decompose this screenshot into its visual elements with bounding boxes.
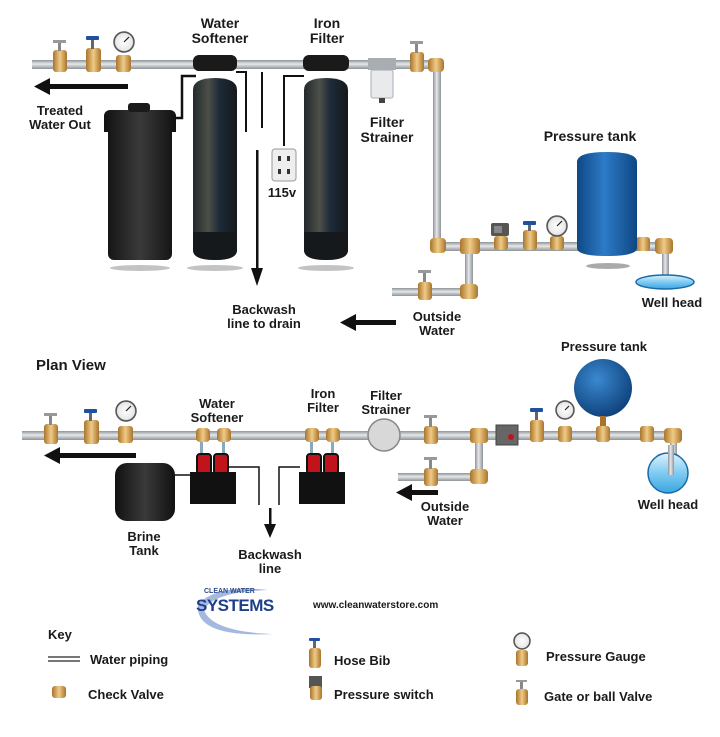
key-label-water-piping: Water piping xyxy=(90,652,169,667)
label-backwash-drain: Backwash line to drain xyxy=(227,302,301,331)
plan-iron-filter xyxy=(299,428,345,504)
hose-bib-icon xyxy=(523,221,537,250)
hose-bib-icon xyxy=(84,409,99,444)
plan-pressure-tank xyxy=(574,359,632,442)
check-valve-icon xyxy=(636,237,650,251)
hose-bib-icon xyxy=(530,408,544,442)
plan-label-well-head: Well head xyxy=(637,497,699,512)
pressure-gauge-icon xyxy=(113,31,135,72)
plan-brine-tank xyxy=(115,463,175,521)
pressure-gauge-icon xyxy=(115,400,137,443)
label-treated-water-out: Treated Water Out xyxy=(29,103,91,132)
lower-pipe xyxy=(436,242,658,251)
backwash-arrow xyxy=(251,150,263,286)
label-water-softener: Water Softener xyxy=(191,15,249,46)
power-outlet-icon xyxy=(271,148,297,182)
brand-url: www.cleanwaterstore.com xyxy=(313,600,439,611)
label-115v: 115v xyxy=(267,185,297,200)
check-valve-icon xyxy=(640,426,654,442)
plan-well-head xyxy=(647,445,689,494)
gate-valve-icon xyxy=(44,413,58,444)
plan-label-pressure-tank: Pressure tank xyxy=(561,339,647,354)
gate-valve-icon xyxy=(424,415,438,444)
pressure-switch-icon xyxy=(491,223,509,250)
brand-logo-top: CLEAN WATER xyxy=(204,588,255,595)
water-softener-tank xyxy=(187,55,243,271)
pressure-tank xyxy=(577,152,637,269)
plan-treated-water-arrow xyxy=(44,447,136,464)
plan-label-iron-filter: Iron Filter xyxy=(307,386,339,415)
branch-pipe xyxy=(465,248,473,294)
key-check-valve-icon xyxy=(52,686,66,698)
label-outside-water: Outside Water xyxy=(412,309,462,338)
gate-valve-icon xyxy=(410,41,424,72)
plan-label-backwash: Backwash line xyxy=(238,547,302,576)
riser-pipe xyxy=(433,68,441,244)
label-pressure-tank: Pressure tank xyxy=(543,128,637,144)
plan-outside-water-arrow xyxy=(396,484,438,501)
plan-water-softener xyxy=(190,428,236,504)
iron-filter-tank xyxy=(298,55,354,271)
label-filter-strainer: Filter Strainer xyxy=(360,114,414,145)
key-label-check-valve: Check Valve xyxy=(88,687,164,702)
plan-outside-pipe xyxy=(398,473,480,481)
key-label-gate-valve: Gate or ball Valve xyxy=(544,689,653,704)
well-head xyxy=(635,274,695,290)
plan-view-title: Plan View xyxy=(36,357,106,374)
plan-label-brine-tank: Brine Tank xyxy=(127,529,161,558)
outside-water-arrow xyxy=(340,314,396,331)
pressure-gauge-icon xyxy=(555,400,575,442)
plan-backwash-arrow xyxy=(264,508,276,538)
key-gate-valve-icon xyxy=(516,680,528,705)
plan-label-outside-water: Outside Water xyxy=(420,499,470,528)
gate-valve-icon xyxy=(53,40,67,72)
plan-label-water-softener: Water Softener xyxy=(190,396,244,425)
key-pressure-switch-icon xyxy=(309,676,322,700)
brine-tank xyxy=(104,103,176,271)
label-iron-filter: Iron Filter xyxy=(309,15,345,46)
plan-main-pipe xyxy=(22,431,682,440)
key-water-piping-icon xyxy=(48,656,80,662)
label-well-head: Well head xyxy=(641,295,703,310)
treated-water-arrow xyxy=(34,78,128,95)
hose-bib-icon xyxy=(86,36,101,72)
well-drop-pipe xyxy=(662,248,669,282)
key-hose-bib-icon xyxy=(309,638,321,668)
filter-strainer xyxy=(368,58,396,103)
plan-label-filter-strainer: Filter Strainer xyxy=(361,388,411,417)
gate-valve-icon xyxy=(418,270,432,300)
plan-filter-strainer xyxy=(367,418,401,452)
plan-view xyxy=(22,359,689,538)
key-label-pressure-gauge: Pressure Gauge xyxy=(546,649,646,664)
key-label-hose-bib: Hose Bib xyxy=(334,653,391,668)
key-label-pressure-switch: Pressure switch xyxy=(334,687,434,702)
plan-pressure-switch-icon xyxy=(495,424,519,446)
key-title: Key xyxy=(48,627,72,642)
elevation-view xyxy=(32,31,695,331)
key-pressure-gauge-icon xyxy=(513,632,531,666)
brand-logo-main: SYSTEMS xyxy=(196,596,274,615)
plan-branch-pipe xyxy=(475,436,483,478)
pressure-gauge-icon xyxy=(546,215,568,250)
gate-valve-icon xyxy=(424,457,438,486)
